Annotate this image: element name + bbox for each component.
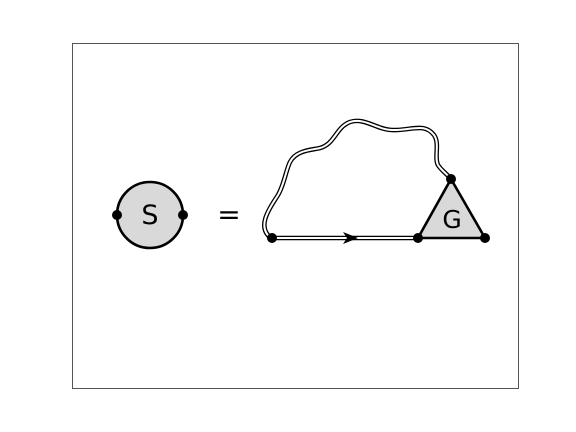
- vertex-triangle: G: [416, 177, 487, 240]
- equals-sign: =: [217, 198, 240, 231]
- plot-frame: [72, 43, 519, 389]
- loop-start-vertex: [267, 233, 277, 243]
- self-energy-left-vertex: [112, 210, 122, 220]
- triangle-right-vertex: [480, 233, 490, 243]
- vertex-label: G: [442, 205, 461, 234]
- self-energy-right-vertex: [178, 210, 188, 220]
- vertex-triangle-shape: [416, 177, 487, 240]
- arrowhead-right-icon: [343, 232, 358, 244]
- fermion-propagator: [272, 232, 418, 244]
- triangle-top-vertex: [446, 174, 456, 184]
- boson-propagator: [262, 118, 454, 241]
- triangle-left-vertex: [413, 233, 423, 243]
- self-energy-blob: S: [112, 180, 188, 250]
- boson-propagator-outer: [262, 118, 454, 241]
- self-energy-label: S: [141, 200, 158, 231]
- boson-propagator-inner: [263, 119, 452, 239]
